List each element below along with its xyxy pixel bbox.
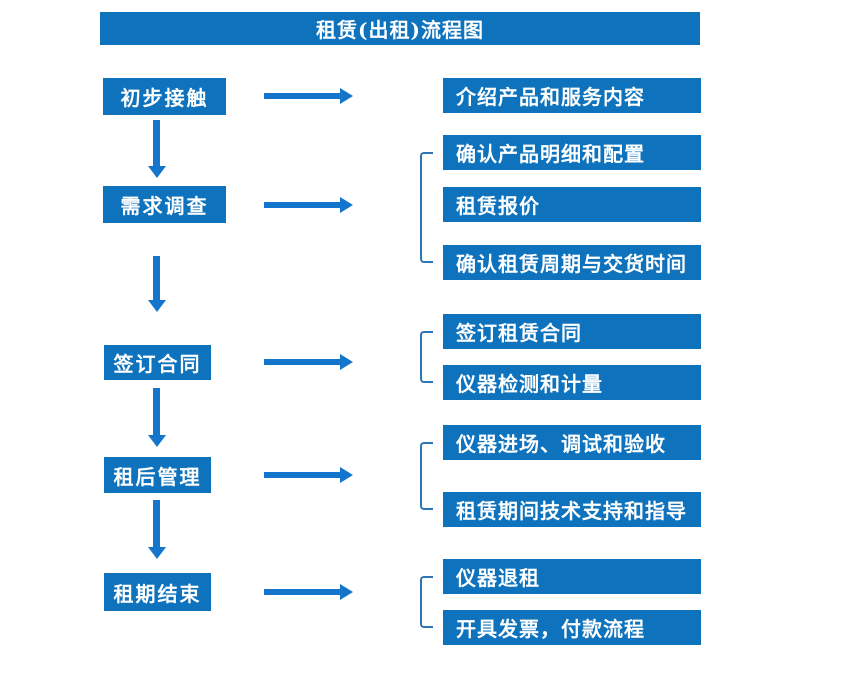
output-box-technical-support: 租赁期间技术支持和指导 <box>443 492 701 527</box>
right-arrow-shaft <box>264 359 340 365</box>
right-arrow-1 <box>264 88 353 104</box>
output-box-instrument-setup: 仪器进场、调试和验收 <box>443 425 701 460</box>
step-box-demand-survey: 需求调查 <box>103 186 226 223</box>
right-arrow-head <box>340 467 353 483</box>
right-arrow-4 <box>264 467 353 483</box>
output-box-introduce-products: 介绍产品和服务内容 <box>443 78 701 113</box>
group-bracket-rental-end <box>420 576 433 628</box>
right-arrow-shaft <box>264 472 340 478</box>
right-arrow-head <box>340 354 353 370</box>
output-box-invoice-payment: 开具发票，付款流程 <box>443 610 701 645</box>
step-box-sign-contract: 签订合同 <box>104 345 211 380</box>
group-bracket-demand-survey <box>420 152 433 263</box>
output-box-sign-rental-contract: 签订租赁合同 <box>443 314 701 349</box>
right-arrow-head <box>340 88 353 104</box>
down-arrow-2 <box>148 256 166 312</box>
down-arrow-head <box>148 300 166 312</box>
output-box-instrument-return: 仪器退租 <box>443 559 701 594</box>
right-arrow-shaft <box>264 589 340 595</box>
right-arrow-2 <box>264 197 353 213</box>
down-arrow-head <box>148 547 166 559</box>
output-box-confirm-product-details: 确认产品明细和配置 <box>443 135 701 170</box>
right-arrow-shaft <box>264 93 340 99</box>
right-arrow-shaft <box>264 202 340 208</box>
step-box-post-rental-management: 租后管理 <box>104 457 211 493</box>
down-arrow-shaft <box>153 388 160 436</box>
down-arrow-head <box>148 435 166 447</box>
group-bracket-sign-contract <box>420 331 433 383</box>
right-arrow-head <box>340 197 353 213</box>
down-arrow-shaft <box>153 120 160 167</box>
output-box-rental-quotation: 租赁报价 <box>443 187 701 222</box>
right-arrow-head <box>340 584 353 600</box>
flowchart-title: 租赁(出租)流程图 <box>100 12 700 45</box>
down-arrow-1 <box>148 120 166 178</box>
group-bracket-post-rental <box>420 442 433 510</box>
right-arrow-5 <box>264 584 353 600</box>
step-box-initial-contact: 初步接触 <box>103 78 226 115</box>
output-box-instrument-testing: 仪器检测和计量 <box>443 365 701 400</box>
step-box-rental-end: 租期结束 <box>104 573 211 611</box>
down-arrow-3 <box>148 388 166 447</box>
down-arrow-shaft <box>153 256 160 301</box>
down-arrow-shaft <box>153 500 160 548</box>
down-arrow-head <box>148 166 166 178</box>
down-arrow-4 <box>148 500 166 559</box>
output-box-confirm-rental-period: 确认租赁周期与交货时间 <box>443 245 701 280</box>
right-arrow-3 <box>264 354 353 370</box>
